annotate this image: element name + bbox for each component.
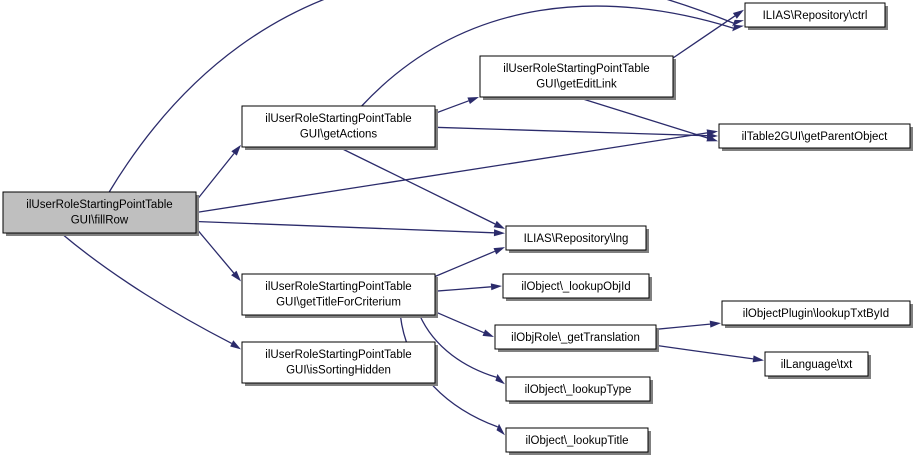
call-edge <box>434 126 708 137</box>
node-label: ilObject\_lookupObjId <box>521 281 630 293</box>
call-edge <box>655 323 711 330</box>
call-edge-arrowhead <box>230 340 241 350</box>
call-edge-arrowhead <box>493 229 505 237</box>
node-box[interactable] <box>718 123 911 149</box>
graph-node-getTranslation[interactable]: ilObjRole\_getTranslation <box>494 324 659 352</box>
call-edge <box>419 314 497 378</box>
call-edge <box>576 96 708 139</box>
node-label: ilObject\_lookupTitle <box>525 435 628 447</box>
graph-node-getParentObject[interactable]: ilTable2GUI\getParentObject <box>718 123 913 151</box>
node-label-line2: GUI\isSortingHidden <box>286 365 391 377</box>
call-edge-arrowhead <box>752 355 764 363</box>
node-box[interactable] <box>2 191 197 234</box>
node-box[interactable] <box>505 225 647 251</box>
call-edge-arrowhead <box>495 374 505 385</box>
call-edge-arrowhead <box>706 134 718 142</box>
graph-node-isSortingHidden[interactable]: ilUserRoleStartingPointTableGUI\isSortin… <box>241 341 438 386</box>
call-edge <box>195 132 708 214</box>
graph-node-lookupObjId[interactable]: ilObject\_lookupObjId <box>502 273 652 301</box>
node-box[interactable] <box>241 105 436 148</box>
call-edge-arrowhead <box>493 247 505 255</box>
graph-node-txt[interactable]: ilLanguage\txt <box>764 351 871 379</box>
node-label: ilLanguage\txt <box>781 359 853 371</box>
call-edge <box>655 344 754 360</box>
graph-node-ctrl[interactable]: ILIAS\Repository\ctrl <box>744 2 888 30</box>
call-edge <box>60 232 232 344</box>
node-label: ILIAS\Repository\lng <box>524 233 629 245</box>
node-box[interactable] <box>502 273 650 299</box>
node-label-line2: GUI\fillRow <box>71 215 129 227</box>
edge-layer <box>60 0 764 436</box>
node-box[interactable] <box>744 2 886 28</box>
call-edge <box>434 286 492 292</box>
call-edge-arrowhead <box>493 220 505 229</box>
call-edge <box>434 250 496 278</box>
call-edge <box>399 314 498 428</box>
call-edge <box>434 100 469 115</box>
graph-node-lookupTxtById[interactable]: ilObjectPlugin\lookupTxtById <box>721 300 913 328</box>
call-edge <box>195 227 235 274</box>
node-box[interactable] <box>505 376 651 402</box>
node-label-line1: ilUserRoleStartingPointTable <box>26 199 172 211</box>
graph-node-lng[interactable]: ILIAS\Repository\lng <box>505 225 649 253</box>
node-box[interactable] <box>494 324 657 350</box>
call-edge <box>338 146 496 225</box>
node-box[interactable] <box>764 351 869 377</box>
graph-node-getEditLink[interactable]: ilUserRoleStartingPointTableGUI\getEditL… <box>479 55 676 100</box>
node-label: ilTable2GUI\getParentObject <box>742 131 889 143</box>
node-label: ilObjectPlugin\lookupTxtById <box>743 308 889 320</box>
call-edge-arrowhead <box>231 144 241 156</box>
call-edge <box>195 220 495 234</box>
node-label: ILIAS\Repository\ctrl <box>763 10 868 22</box>
call-edge <box>361 5 734 107</box>
graph-node-lookupType[interactable]: ilObject\_lookupType <box>505 376 653 404</box>
node-label-line2: GUI\getTitleForCriterium <box>276 297 401 309</box>
call-edge-arrowhead <box>490 283 502 291</box>
node-box[interactable] <box>241 341 436 384</box>
call-edge <box>108 0 734 193</box>
node-label: ilObjRole\_getTranslation <box>511 332 640 344</box>
call-edge-arrowhead <box>732 19 744 27</box>
graph-node-lookupTitle[interactable]: ilObject\_lookupTitle <box>505 427 651 455</box>
node-box[interactable] <box>721 300 911 326</box>
node-label-line1: ilUserRoleStartingPointTable <box>265 113 411 125</box>
node-label-line2: GUI\getEditLink <box>536 79 617 91</box>
call-edge-arrowhead <box>467 97 479 104</box>
call-edge <box>434 311 485 334</box>
node-box[interactable] <box>505 427 649 453</box>
call-edge-arrowhead <box>709 320 721 328</box>
node-box[interactable] <box>241 273 436 316</box>
node-label: ilObject\_lookupType <box>525 384 632 396</box>
node-box[interactable] <box>479 55 674 98</box>
node-label-line1: ilUserRoleStartingPointTable <box>265 281 411 293</box>
call-edge <box>195 153 235 202</box>
node-label-line2: GUI\getActions <box>300 129 378 141</box>
call-edge-arrowhead <box>482 329 494 337</box>
call-edge-arrowhead <box>732 24 744 32</box>
call-edge-arrowhead <box>231 270 241 282</box>
node-label-line1: ilUserRoleStartingPointTable <box>265 349 411 361</box>
graph-node-getActions[interactable]: ilUserRoleStartingPointTableGUI\getActio… <box>241 105 438 150</box>
node-label-line1: ilUserRoleStartingPointTable <box>503 63 649 75</box>
call-edge <box>672 15 736 59</box>
graph-node-getTitleForCriterium[interactable]: ilUserRoleStartingPointTableGUI\getTitle… <box>241 273 438 318</box>
call-edge-arrowhead <box>732 9 744 19</box>
call-edge-arrowhead <box>496 423 505 436</box>
